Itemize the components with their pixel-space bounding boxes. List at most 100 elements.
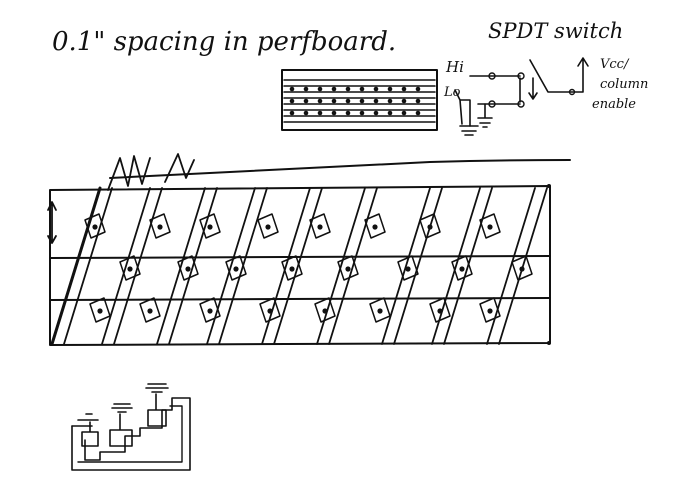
diode-dot [322, 308, 328, 314]
diode-tab [149, 213, 171, 239]
diode-tab [397, 255, 419, 281]
diode-tab [337, 255, 359, 281]
perf-hole [303, 86, 309, 92]
diode-dot [289, 266, 295, 272]
diagonal-strip [168, 187, 218, 345]
diagonal-strip [50, 186, 102, 346]
diode-dot [147, 308, 153, 314]
perf-hole [331, 110, 337, 116]
perf-hole [415, 110, 421, 116]
diode-tab [281, 255, 303, 281]
perf-hole [373, 86, 379, 92]
diagonal-strip [156, 187, 206, 345]
diode-tab [511, 255, 533, 281]
diode-dot [372, 224, 378, 230]
diode-dot [207, 308, 213, 314]
diode-dot [97, 308, 103, 314]
diode-dot [377, 308, 383, 314]
diode-dot [405, 266, 411, 272]
diode-dot [92, 224, 98, 230]
perf-hole [373, 98, 379, 104]
perf-hole [401, 86, 407, 92]
perf-hole [289, 110, 295, 116]
diode-tab [309, 213, 331, 239]
perf-hole [373, 110, 379, 116]
diode-dot [487, 224, 493, 230]
perf-hole [387, 110, 393, 116]
diode-dot [157, 224, 163, 230]
diagonal-strip [206, 187, 256, 345]
diode-dot [207, 224, 213, 230]
switch-title: SPDT switch [488, 19, 623, 43]
diode-dot [317, 224, 323, 230]
stacked-components-sketch [71, 383, 191, 471]
page-title: 0.1" spacing in perfboard. [52, 27, 396, 57]
perf-hole [359, 98, 365, 104]
perf-hole [303, 110, 309, 116]
perf-hole [289, 98, 295, 104]
diode-tab [225, 255, 247, 281]
diagonal-strip [328, 187, 378, 345]
diode-dot [459, 266, 465, 272]
diode-tab [314, 297, 336, 323]
diode-dot [127, 266, 133, 272]
diode-tab [479, 297, 501, 323]
perfboard-inset [281, 69, 438, 131]
perf-hole [317, 110, 323, 116]
diode-tab [89, 297, 111, 323]
diagonal-strip [486, 187, 536, 345]
diode-dot [519, 266, 525, 272]
perf-hole [331, 86, 337, 92]
perf-hole [331, 98, 337, 104]
enable-label: enable [592, 97, 636, 112]
diagonal-strip [443, 187, 493, 345]
perf-hole [401, 98, 407, 104]
perf-hole [359, 110, 365, 116]
diode-dot [487, 308, 493, 314]
diode-tab [369, 297, 391, 323]
diode-tab [199, 297, 221, 323]
diagonal-strip [316, 187, 366, 345]
diode-tab [119, 255, 141, 281]
diode-tab [429, 297, 451, 323]
diode-tab [479, 213, 501, 239]
diode-tab [364, 213, 386, 239]
diagonal-strip [381, 187, 431, 345]
diode-dot [427, 224, 433, 230]
perf-hole [415, 98, 421, 104]
diagonal-strip [431, 187, 481, 345]
diode-tab [177, 255, 199, 281]
spdt-switch: SPDT switch Hi Lo Vcc/ column enable [443, 19, 648, 136]
diode-tab [139, 297, 161, 323]
hi-label: Hi [445, 58, 464, 76]
diode-tab [199, 213, 221, 239]
perf-hole [303, 98, 309, 104]
perf-hole [401, 110, 407, 116]
diagonal-strip [498, 187, 548, 345]
column-label: column [600, 77, 648, 92]
diode-dot [267, 308, 273, 314]
perf-hole [415, 86, 421, 92]
diode-tab [451, 255, 473, 281]
perf-hole [359, 86, 365, 92]
diode-dot [437, 308, 443, 314]
perf-hole [387, 98, 393, 104]
perf-hole [317, 98, 323, 104]
diode-dot [265, 224, 271, 230]
diode-tab [259, 297, 281, 323]
perfboard-perspective-sketch [47, 153, 571, 346]
diagonal-strip [101, 187, 151, 345]
diode-tab [419, 213, 441, 239]
vcc-label: Vcc/ [600, 57, 630, 72]
diode-dot [185, 266, 191, 272]
perf-hole [317, 86, 323, 92]
diode-tab [84, 213, 106, 239]
perf-hole [387, 86, 393, 92]
diode-tab [257, 213, 279, 239]
diagonal-strip [273, 187, 323, 345]
lo-label: Lo [443, 85, 461, 100]
diagonal-strip [63, 187, 113, 345]
perf-hole [345, 86, 351, 92]
perf-hole [345, 98, 351, 104]
